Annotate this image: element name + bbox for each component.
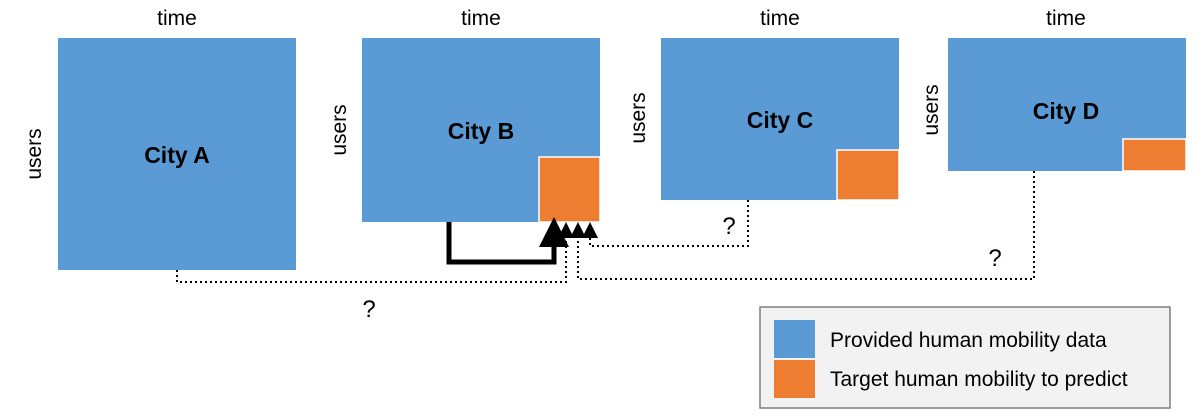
city-b-name: City B [448, 118, 514, 144]
city-d-users-label: users [920, 84, 943, 135]
legend-target-swatch [774, 360, 815, 398]
city-c-question-mark: ? [722, 213, 735, 240]
legend-box [759, 306, 1171, 409]
city-c-users-label: users [627, 92, 650, 143]
city-a-users-label: users [23, 128, 46, 179]
city-c-target-block [836, 149, 900, 201]
legend-provided-swatch [774, 320, 815, 358]
city-a-name: City A [144, 142, 210, 168]
city-c-transfer-arrow [582, 200, 749, 247]
legend-provided-label: Provided human mobility data [830, 329, 1107, 352]
city-b-target-block [538, 156, 601, 223]
city-d-name: City D [1033, 98, 1099, 124]
city-b-time-label: time [461, 7, 501, 30]
city-d-transfer-arrow [570, 171, 1035, 280]
legend: Provided human mobility data Target huma… [759, 306, 1171, 409]
city-b-self-arrow [446, 217, 569, 265]
city-d-target-block [1122, 138, 1187, 172]
city-c-name: City C [747, 107, 813, 133]
city-c-time-label: time [760, 7, 800, 30]
city-a-provided-block [58, 38, 296, 270]
legend-target-label: Target human mobility to predict [830, 368, 1128, 391]
city-d-time-label: time [1046, 7, 1086, 30]
city-a-time-label: time [157, 7, 197, 30]
city-a-question-mark: ? [362, 296, 375, 323]
city-a-transfer-arrow [176, 222, 574, 283]
city-b-users-label: users [328, 104, 351, 155]
city-d-question-mark: ? [988, 245, 1001, 272]
